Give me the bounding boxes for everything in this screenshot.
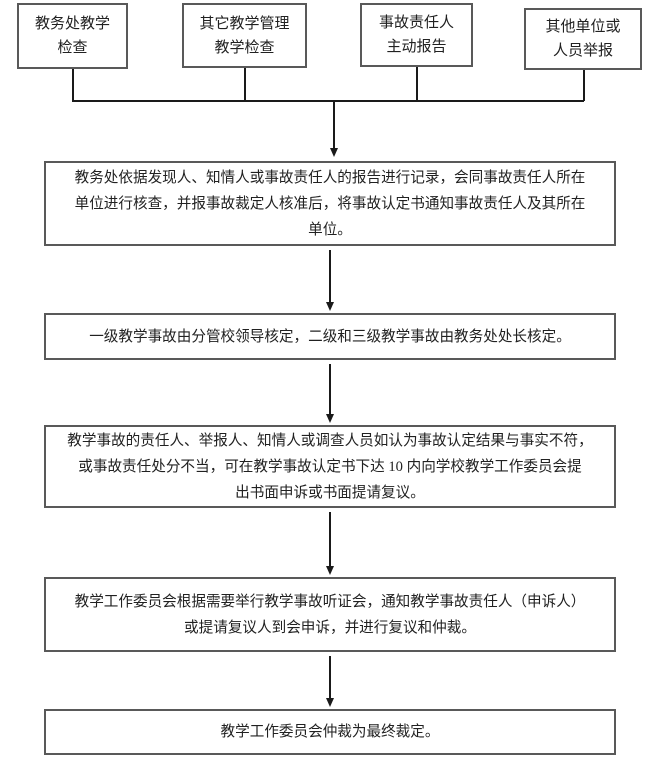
text-line: 教学事故的责任人、举报人、知情人或调查人员如认为事故认定结果与事实不符， [67, 432, 593, 449]
text-line: 单位。 [308, 221, 352, 238]
text-line: 主动报告 [386, 39, 447, 55]
connector-stub-3 [416, 67, 418, 101]
arrow-down-icon [326, 414, 334, 423]
connector-stub-4 [583, 70, 585, 101]
arrow-connector-4 [326, 512, 335, 575]
arrow-shaft [329, 656, 331, 698]
arrow-down-icon [330, 148, 338, 157]
text-line: 或事故责任处分不当，可在教学事故认定书下达 10 内向学校教学工作委员会提 [78, 458, 582, 475]
text-line: 教务处教学 [34, 16, 110, 32]
arrow-shaft [329, 364, 331, 414]
connector-stub-1 [72, 69, 74, 101]
arrow-connector-2 [326, 250, 335, 311]
arrow-shaft [329, 512, 331, 566]
step-node-hearing: 教学工作委员会根据需要举行教学事故听证会，通知教学事故责任人（申诉人） 或提请复… [44, 577, 616, 652]
arrow-connector-1 [330, 101, 339, 157]
source-node-other-management-check: 其它教学管理 教学检查 [182, 3, 307, 68]
text-line: 教务处依据发现人、知情人或事故责任人的报告进行记录，会同事故责任人所在 [74, 169, 586, 186]
merge-line [72, 100, 584, 102]
text-line: 教学检查 [214, 39, 275, 56]
text-line: 或提请复议人到会申诉，并进行复议和仲裁。 [184, 619, 476, 636]
text-line: 其它教学管理 [199, 15, 290, 32]
text-line: 教学工作委员会根据需要举行教学事故听证会，通知教学事故责任人（申诉人） [74, 593, 586, 610]
text-line: 检查 [57, 40, 88, 56]
arrow-connector-5 [326, 656, 335, 707]
step-node-record-and-verify: 教务处依据发现人、知情人或事故责任人的报告进行记录，会同事故责任人所在 单位进行… [44, 161, 616, 246]
arrow-connector-3 [326, 364, 335, 423]
step-node-final-ruling: 教学工作委员会仲裁为最终裁定。 [44, 709, 616, 755]
step-node-level-approval: 一级教学事故由分管校领导核定，二级和三级教学事故由教务处处长核定。 [44, 313, 616, 360]
text-line: 教学工作委员会仲裁为最终裁定。 [220, 724, 440, 740]
text-line: 单位进行核查，并报事故裁定人核准后，将事故认定书通知事故责任人及其所在 [74, 195, 586, 212]
arrow-down-icon [326, 698, 334, 707]
source-node-responsible-self-report: 事故责任人 主动报告 [360, 3, 473, 67]
connector-stub-2 [244, 68, 246, 101]
text-line: 人员举报 [552, 43, 613, 59]
text-line: 出书面申诉或书面提请复议。 [235, 484, 425, 501]
step-node-appeal: 教学事故的责任人、举报人、知情人或调查人员如认为事故认定结果与事实不符， 或事故… [44, 425, 616, 508]
source-node-academic-affairs-check: 教务处教学 检查 [17, 3, 128, 69]
text-line: 其他单位或 [545, 19, 621, 35]
arrow-shaft [333, 101, 335, 148]
text-line: 事故责任人 [378, 15, 454, 31]
arrow-down-icon [326, 302, 334, 311]
text-line: 一级教学事故由分管校领导核定，二级和三级教学事故由教务处处长核定。 [89, 328, 571, 345]
arrow-shaft [329, 250, 331, 302]
source-node-other-unit-report: 其他单位或 人员举报 [524, 8, 642, 70]
arrow-down-icon [326, 566, 334, 575]
